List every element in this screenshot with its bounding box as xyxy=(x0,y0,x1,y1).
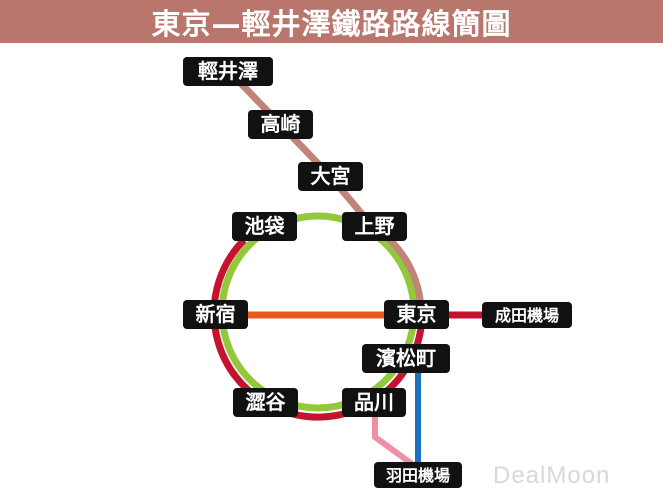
station-narita-airport[interactable]: 成田機場 xyxy=(482,302,572,328)
station-karuizawa[interactable]: 輕井澤 xyxy=(183,57,273,86)
shinkansen-line xyxy=(225,67,375,229)
watermark: DealMoon xyxy=(493,462,611,489)
station-hamamatsucho[interactable]: 濱松町 xyxy=(362,344,450,373)
page-title: 東京—輕井澤鐵路路線簡圖 xyxy=(151,6,512,41)
station-takasaki[interactable]: 高崎 xyxy=(248,110,313,139)
station-ueno[interactable]: 上野 xyxy=(342,212,407,241)
station-ikebukuro[interactable]: 池袋 xyxy=(232,212,297,241)
title-bar: 東京—輕井澤鐵路路線簡圖 xyxy=(0,0,663,43)
station-omiya[interactable]: 大宮 xyxy=(298,162,363,191)
station-shinagawa[interactable]: 品川 xyxy=(342,388,406,417)
station-haneda-airport[interactable]: 羽田機場 xyxy=(374,462,462,488)
station-shibuya[interactable]: 澀谷 xyxy=(233,388,298,417)
keikyu-line xyxy=(372,410,414,467)
station-shinjuku[interactable]: 新宿 xyxy=(183,300,248,329)
station-tokyo[interactable]: 東京 xyxy=(384,300,449,329)
